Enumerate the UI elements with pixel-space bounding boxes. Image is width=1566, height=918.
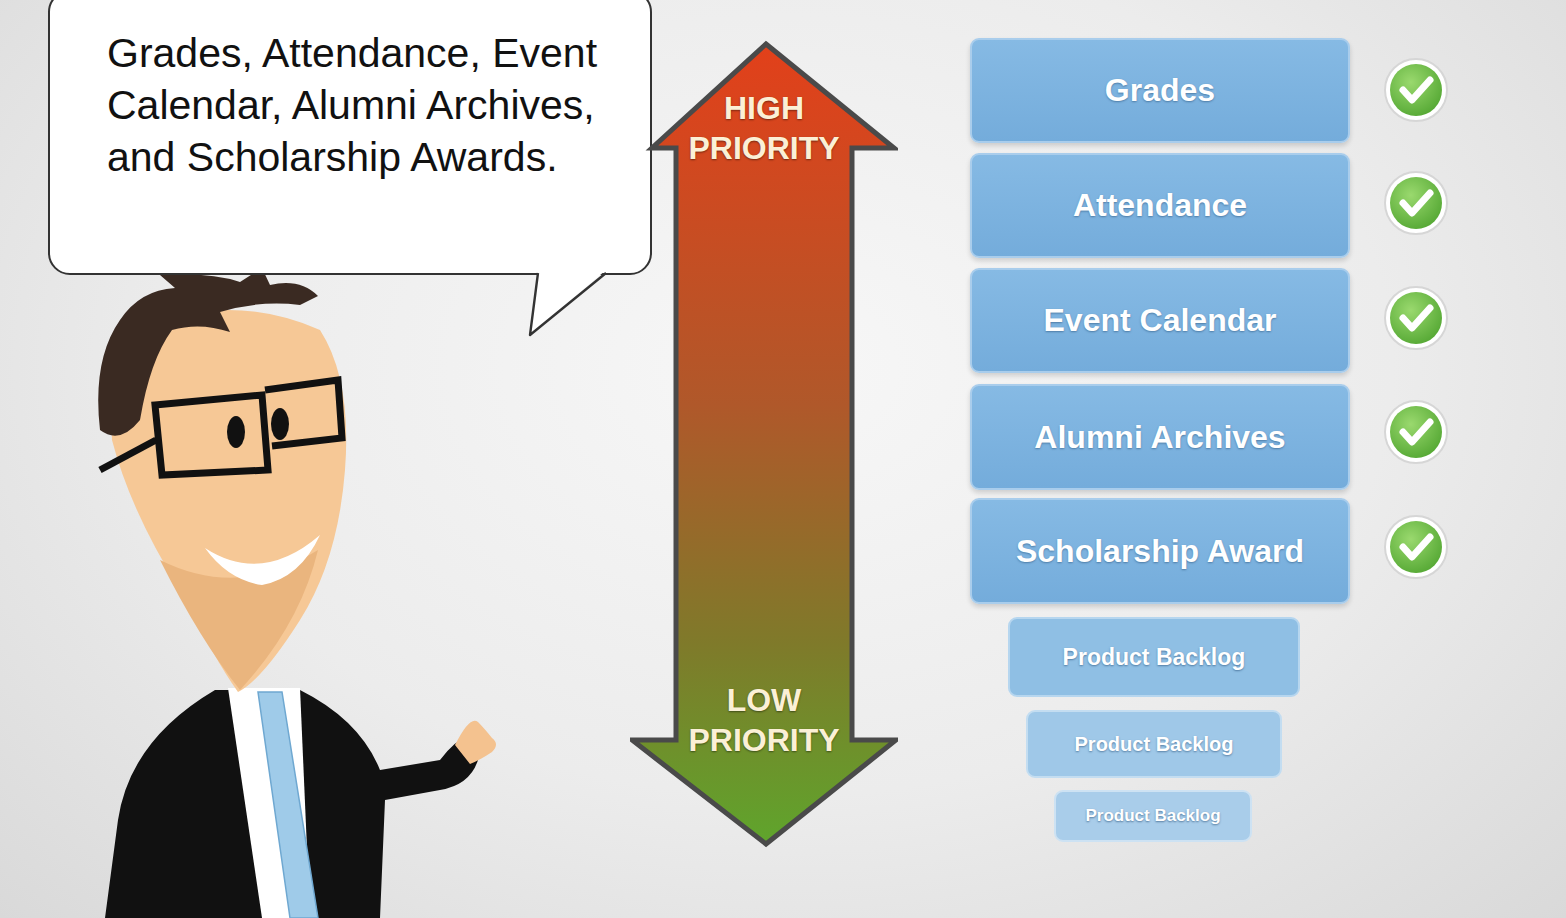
priority-arrow: HIGH PRIORITY LOW PRIORITY: [630, 40, 898, 848]
speech-bubble: Grades, Attendance, Event Calendar, Alum…: [48, 0, 652, 275]
item-label: Attendance: [1073, 187, 1247, 224]
item-label: Event Calendar: [1044, 302, 1277, 339]
bubble-tail: [48, 271, 652, 341]
faded-backlog-item: Product Backlog: [1054, 790, 1252, 842]
eye: [271, 408, 289, 440]
backlog-item: Event Calendar: [970, 268, 1350, 373]
check-marks: [1385, 59, 1447, 578]
item-label: Product Backlog: [1075, 733, 1234, 756]
smile: [205, 535, 320, 585]
hair: [98, 268, 318, 436]
backlog-item: Alumni Archives: [970, 384, 1350, 490]
tail-fill: [530, 270, 606, 335]
backlog-item: Attendance: [970, 153, 1350, 258]
item-label: Product Backlog: [1063, 644, 1246, 671]
faded-backlog-item: Product Backlog: [1008, 617, 1300, 697]
presenter-figure: [98, 268, 496, 918]
tail-outline: [530, 273, 606, 335]
faded-backlog-item: Product Backlog: [1026, 710, 1282, 778]
check-icon: [1385, 59, 1447, 121]
check-icon: [1385, 401, 1447, 463]
item-label: Scholarship Award: [1016, 533, 1304, 570]
check-icon: [1385, 516, 1447, 578]
priority-label: HIGH PRIORITY: [676, 88, 852, 168]
eye: [227, 416, 245, 448]
backlog-item: Scholarship Award: [970, 498, 1350, 604]
priority-label: LOW PRIORITY: [676, 680, 852, 760]
item-label: Grades: [1105, 72, 1215, 109]
item-label: Product Backlog: [1085, 806, 1220, 826]
hand: [455, 721, 496, 764]
backlog-item: Grades: [970, 38, 1350, 143]
check-icon: [1385, 172, 1447, 234]
glasses: [100, 380, 342, 475]
tie: [258, 692, 318, 918]
check-icon: [1385, 287, 1447, 349]
item-label: Alumni Archives: [1034, 419, 1285, 456]
speech-text: Grades, Attendance, Event Calendar, Alum…: [107, 27, 633, 183]
double-arrow: [632, 44, 896, 844]
